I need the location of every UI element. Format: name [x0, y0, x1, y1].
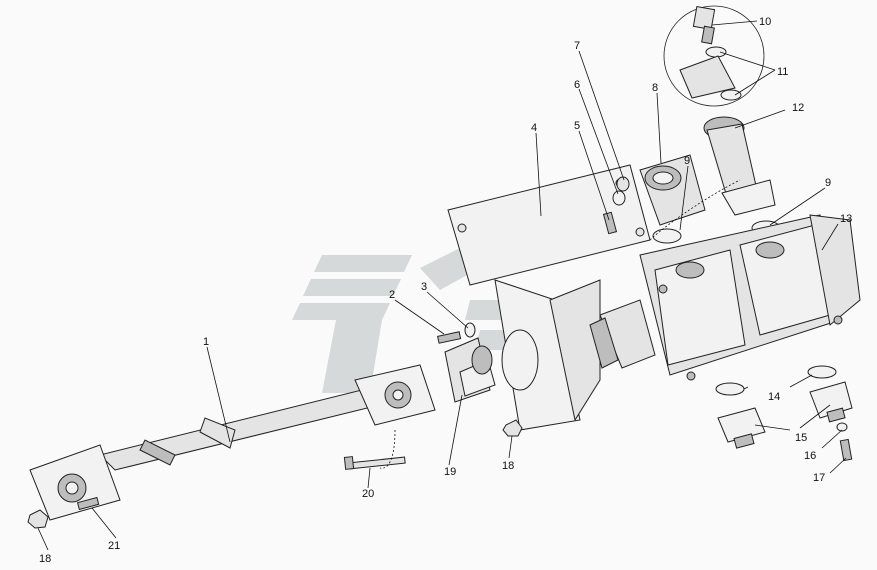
callout-2: 2 — [389, 289, 395, 301]
callout-labels: 1 2 3 4 5 6 7 8 9 9 10 11 12 13 14 15 16… — [39, 16, 852, 565]
bolt-5 — [602, 211, 618, 235]
callout-10: 10 — [759, 16, 771, 28]
o-ring-14-left — [715, 382, 745, 396]
callout-15: 15 — [795, 432, 807, 444]
bolt-20 — [343, 456, 406, 470]
fitting-8 — [639, 154, 706, 226]
washer-3 — [464, 322, 476, 338]
inset-detail — [663, 5, 765, 107]
callout-1: 1 — [203, 336, 209, 348]
flange-15-right — [809, 381, 853, 423]
callout-11: 11 — [777, 66, 788, 78]
coupling-19 — [444, 337, 496, 403]
leader-lines — [37, 20, 847, 551]
callout-13: 13 — [840, 213, 852, 225]
callout-21: 21 — [108, 540, 120, 552]
callout-17: 17 — [813, 472, 825, 484]
callout-5: 5 — [574, 120, 580, 132]
pipe-12 — [703, 116, 776, 216]
o-ring-14-right — [807, 365, 837, 379]
callout-18-left: 18 — [39, 553, 51, 565]
cardan-shaft — [29, 364, 436, 521]
bolt-17 — [839, 438, 853, 462]
bolt-2 — [437, 331, 462, 344]
callout-6: 6 — [574, 79, 580, 91]
callout-7: 7 — [574, 40, 580, 52]
callout-9-right: 9 — [825, 177, 831, 189]
nut-18-middle — [502, 419, 523, 437]
callout-3: 3 — [421, 281, 427, 293]
callout-9-left: 9 — [684, 155, 690, 167]
washer-6 — [612, 190, 626, 206]
callout-4: 4 — [531, 122, 537, 134]
callout-16: 16 — [804, 450, 816, 462]
pump-13 — [589, 214, 861, 381]
o-ring-9-left — [652, 228, 682, 244]
nut-18-left — [27, 509, 49, 529]
callout-19: 19 — [444, 466, 456, 478]
washer-16 — [836, 422, 848, 432]
callout-8: 8 — [652, 82, 658, 94]
callout-20: 20 — [362, 488, 374, 500]
callout-12: 12 — [792, 102, 804, 114]
bolt-21 — [76, 496, 100, 511]
flange-15-left — [717, 407, 766, 449]
callout-18-middle: 18 — [502, 460, 514, 472]
washer-7 — [616, 176, 630, 192]
bracket-plate-4 — [447, 164, 651, 431]
assembly-line — [649, 179, 741, 241]
callout-14: 14 — [768, 391, 780, 403]
